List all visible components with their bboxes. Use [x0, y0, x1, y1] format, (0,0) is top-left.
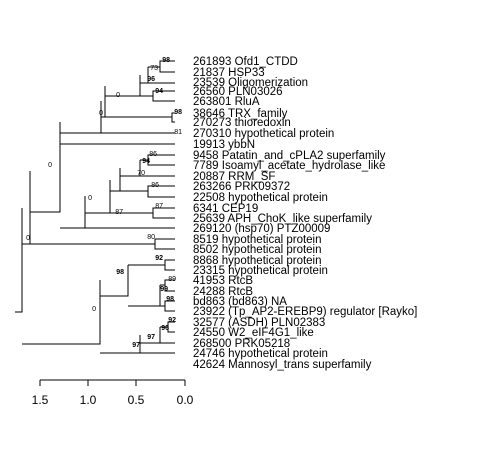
- leaf-label: 26560 PLN03026: [193, 86, 283, 98]
- leaf-label: 21837 HSP33: [193, 67, 265, 79]
- bootstrap-value: 86: [149, 151, 157, 158]
- leaf-labels: 261893 Ofd1_CTDD 21837 HSP33 23539 Oligo…: [193, 56, 417, 371]
- axis-tick-label: 0.5: [128, 393, 145, 407]
- axis-tick-label: 1.0: [80, 393, 97, 407]
- leaf-label: 7789 Isoamyl_acetate_hydrolase_like: [193, 160, 385, 172]
- axis-tick-label: 0.0: [177, 393, 194, 407]
- leaf-label: 42624 Mannosyl_trans superfamily: [193, 359, 372, 371]
- bootstrap-value: 0: [26, 235, 30, 242]
- bootstrap-value: 0: [48, 162, 52, 169]
- leaf-label: 263266 PRK09372: [193, 181, 290, 193]
- bootstrap-value: 98: [116, 269, 124, 276]
- leaf-label: 19913 ybbN: [193, 139, 255, 151]
- bootstrap-value: 0: [116, 92, 120, 99]
- leaf-label: 8868 hypothetical protein: [193, 255, 322, 267]
- bootstrap-value: 0: [92, 306, 96, 313]
- bootstrap-value: 86: [151, 182, 159, 189]
- bootstrap-value: 87: [155, 203, 163, 210]
- leaf-label: 20887 RRM_SF: [193, 171, 275, 183]
- leaf-label: 22508 hypothetical protein: [193, 192, 328, 204]
- bootstrap-value: 98: [162, 57, 170, 64]
- leaf-label: 270310 hypothetical protein: [193, 128, 334, 140]
- bootstrap-value: 92: [155, 255, 163, 262]
- leaf-label: 24288 RtcB: [193, 286, 253, 298]
- leaf-label: 9458 Patatin_and_cPLA2 superfamily: [193, 150, 386, 162]
- bootstrap-value: 97: [147, 334, 155, 341]
- leaf-label: 8519 hypothetical protein: [193, 234, 322, 246]
- leaf-label: 23315 hypothetical protein: [193, 265, 328, 277]
- leaf-label: 261893 Ofd1_CTDD: [193, 56, 298, 68]
- bootstrap-value: 97: [132, 342, 140, 349]
- leaf-label: 38646 TRX_family: [193, 108, 288, 120]
- leaf-label: bd863 (bd863) NA: [193, 296, 287, 308]
- bootstrap-value: 73: [150, 65, 158, 72]
- leaf-label: 23539 Oligomerization: [193, 77, 308, 89]
- bootstrap-value: 0: [88, 195, 92, 202]
- bootstrap-value: 87: [115, 209, 123, 216]
- tree-branches: [15, 60, 175, 354]
- bootstrap-value: 94: [142, 158, 150, 165]
- leaf-label: 270273 thioredoxin: [193, 117, 291, 129]
- leaf-label: 32577 (ASDH) PLN02383: [193, 317, 325, 329]
- leaf-label: 268500 PRK05218: [193, 338, 290, 350]
- leaf-label: 24550 W2_eIF4G1_like: [193, 327, 314, 339]
- leaf-label: 6341 CEP19: [193, 203, 258, 215]
- bootstrap-value: 98: [166, 296, 174, 303]
- leaf-label: 24746 hypothetical protein: [193, 348, 328, 360]
- bootstrap-value: 96: [161, 325, 169, 332]
- leaf-label: 23922 (Tp_AP2-EREBP9) regulator [Rayko]: [193, 306, 417, 318]
- bootstrap-value: 89: [168, 276, 176, 283]
- bootstrap-value: 0: [99, 110, 103, 117]
- leaf-label: 263801 RluA: [193, 96, 260, 108]
- bootstrap-value: 81: [174, 129, 182, 136]
- leaf-label: 41953 RtcB: [193, 275, 253, 287]
- leaf-label: 25639 APH_ChoK_like superfamily: [193, 213, 372, 225]
- bootstrap-labels: 98 73 96 94 0 98 81 0 0 86 94 70 86 87 8…: [26, 57, 182, 349]
- bootstrap-value: 92: [168, 317, 176, 324]
- bootstrap-value: 96: [147, 76, 155, 83]
- leaf-label: 8502 hypothetical protein: [193, 244, 322, 256]
- bootstrap-value: 99: [160, 286, 168, 293]
- bootstrap-value: 70: [137, 170, 145, 177]
- bootstrap-value: 94: [155, 88, 163, 95]
- axis-tick-label: 1.5: [32, 393, 49, 407]
- leaf-label: 269120 (hsp70) PTZ00009: [193, 223, 330, 235]
- bootstrap-value: 98: [174, 109, 182, 116]
- bootstrap-value: 80: [147, 234, 155, 241]
- distance-axis: 1.5 1.0 0.5 0.0: [32, 379, 194, 407]
